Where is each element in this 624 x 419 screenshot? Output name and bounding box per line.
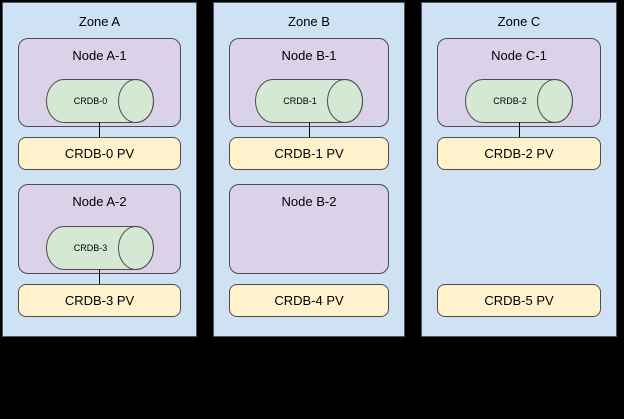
crdb-1-pv-label: CRDB-1 PV <box>274 146 344 161</box>
node-a-2: Node A-2 CRDB-3 <box>18 184 181 274</box>
zone-b: Zone B Node B-1 CRDB-1 CRDB-1 PV Node B-… <box>213 2 405 337</box>
cylinder-shape <box>255 79 363 123</box>
zone-a-title: Zone A <box>78 14 121 29</box>
node-a-1-title: Node A-1 <box>72 48 127 63</box>
node-b-1-title: Node B-1 <box>281 48 337 63</box>
crdb-4-pv-box: CRDB-4 PV <box>229 284 389 317</box>
node-a-1: Node A-1 CRDB-0 <box>18 38 181 127</box>
crdb-0-pv-box: CRDB-0 PV <box>18 137 181 170</box>
cylinder-shape <box>45 79 154 123</box>
node-c-1: Node C-1 CRDB-2 <box>437 38 601 127</box>
crdb-1-pv-box: CRDB-1 PV <box>229 137 389 170</box>
zone-c-title: Zone C <box>497 14 541 29</box>
crdb-5-pv-box: CRDB-5 PV <box>437 284 601 317</box>
crdb-2-pod-label: CRDB-2 <box>493 96 527 106</box>
crdb-3-pv-box: CRDB-3 PV <box>18 284 181 317</box>
crdb-0-pod-label: CRDB-0 <box>73 96 108 106</box>
cylinder-shape <box>45 226 154 270</box>
zone-a: Zone A Node A-1 CRDB-0 CRDB-0 PV Node A-… <box>2 2 197 337</box>
node-b-2-title: Node B-2 <box>281 194 337 209</box>
node-b-1: Node B-1 CRDB-1 <box>229 38 389 127</box>
crdb-3-pv-label: CRDB-3 PV <box>64 293 135 308</box>
crdb-0-pv-label: CRDB-0 PV <box>64 146 135 161</box>
node-b-2: Node B-2 <box>229 184 389 274</box>
crdb-2-pv-box: CRDB-2 PV <box>437 137 601 170</box>
cylinder-shape <box>465 79 573 123</box>
connector-node-c1-to-pv <box>518 122 520 138</box>
crdb-4-pv-label: CRDB-4 PV <box>274 293 344 308</box>
crdb-3-pod-cylinder-icon: CRDB-3 <box>45 226 154 270</box>
node-a-2-title: Node A-2 <box>72 194 127 209</box>
connector-node-a2-to-pv <box>99 269 100 285</box>
zone-b-title: Zone B <box>288 14 330 29</box>
connector-node-b1-to-pv <box>308 122 310 138</box>
zone-c: Zone C Node C-1 CRDB-2 CRDB-2 PV CRDB-5 … <box>421 2 617 337</box>
connector-node-a1-to-pv <box>99 122 100 138</box>
crdb-5-pv-label: CRDB-5 PV <box>484 293 554 308</box>
crdb-1-pod-label: CRDB-1 <box>283 96 317 106</box>
node-c-1-title: Node C-1 <box>491 48 547 63</box>
crdb-2-pv-label: CRDB-2 PV <box>484 146 554 161</box>
crdb-3-pod-label: CRDB-3 <box>73 243 108 253</box>
crdb-1-pod-cylinder-icon: CRDB-1 <box>255 79 363 123</box>
crdb-2-pod-cylinder-icon: CRDB-2 <box>465 79 573 123</box>
crdb-0-pod-cylinder-icon: CRDB-0 <box>45 79 154 123</box>
